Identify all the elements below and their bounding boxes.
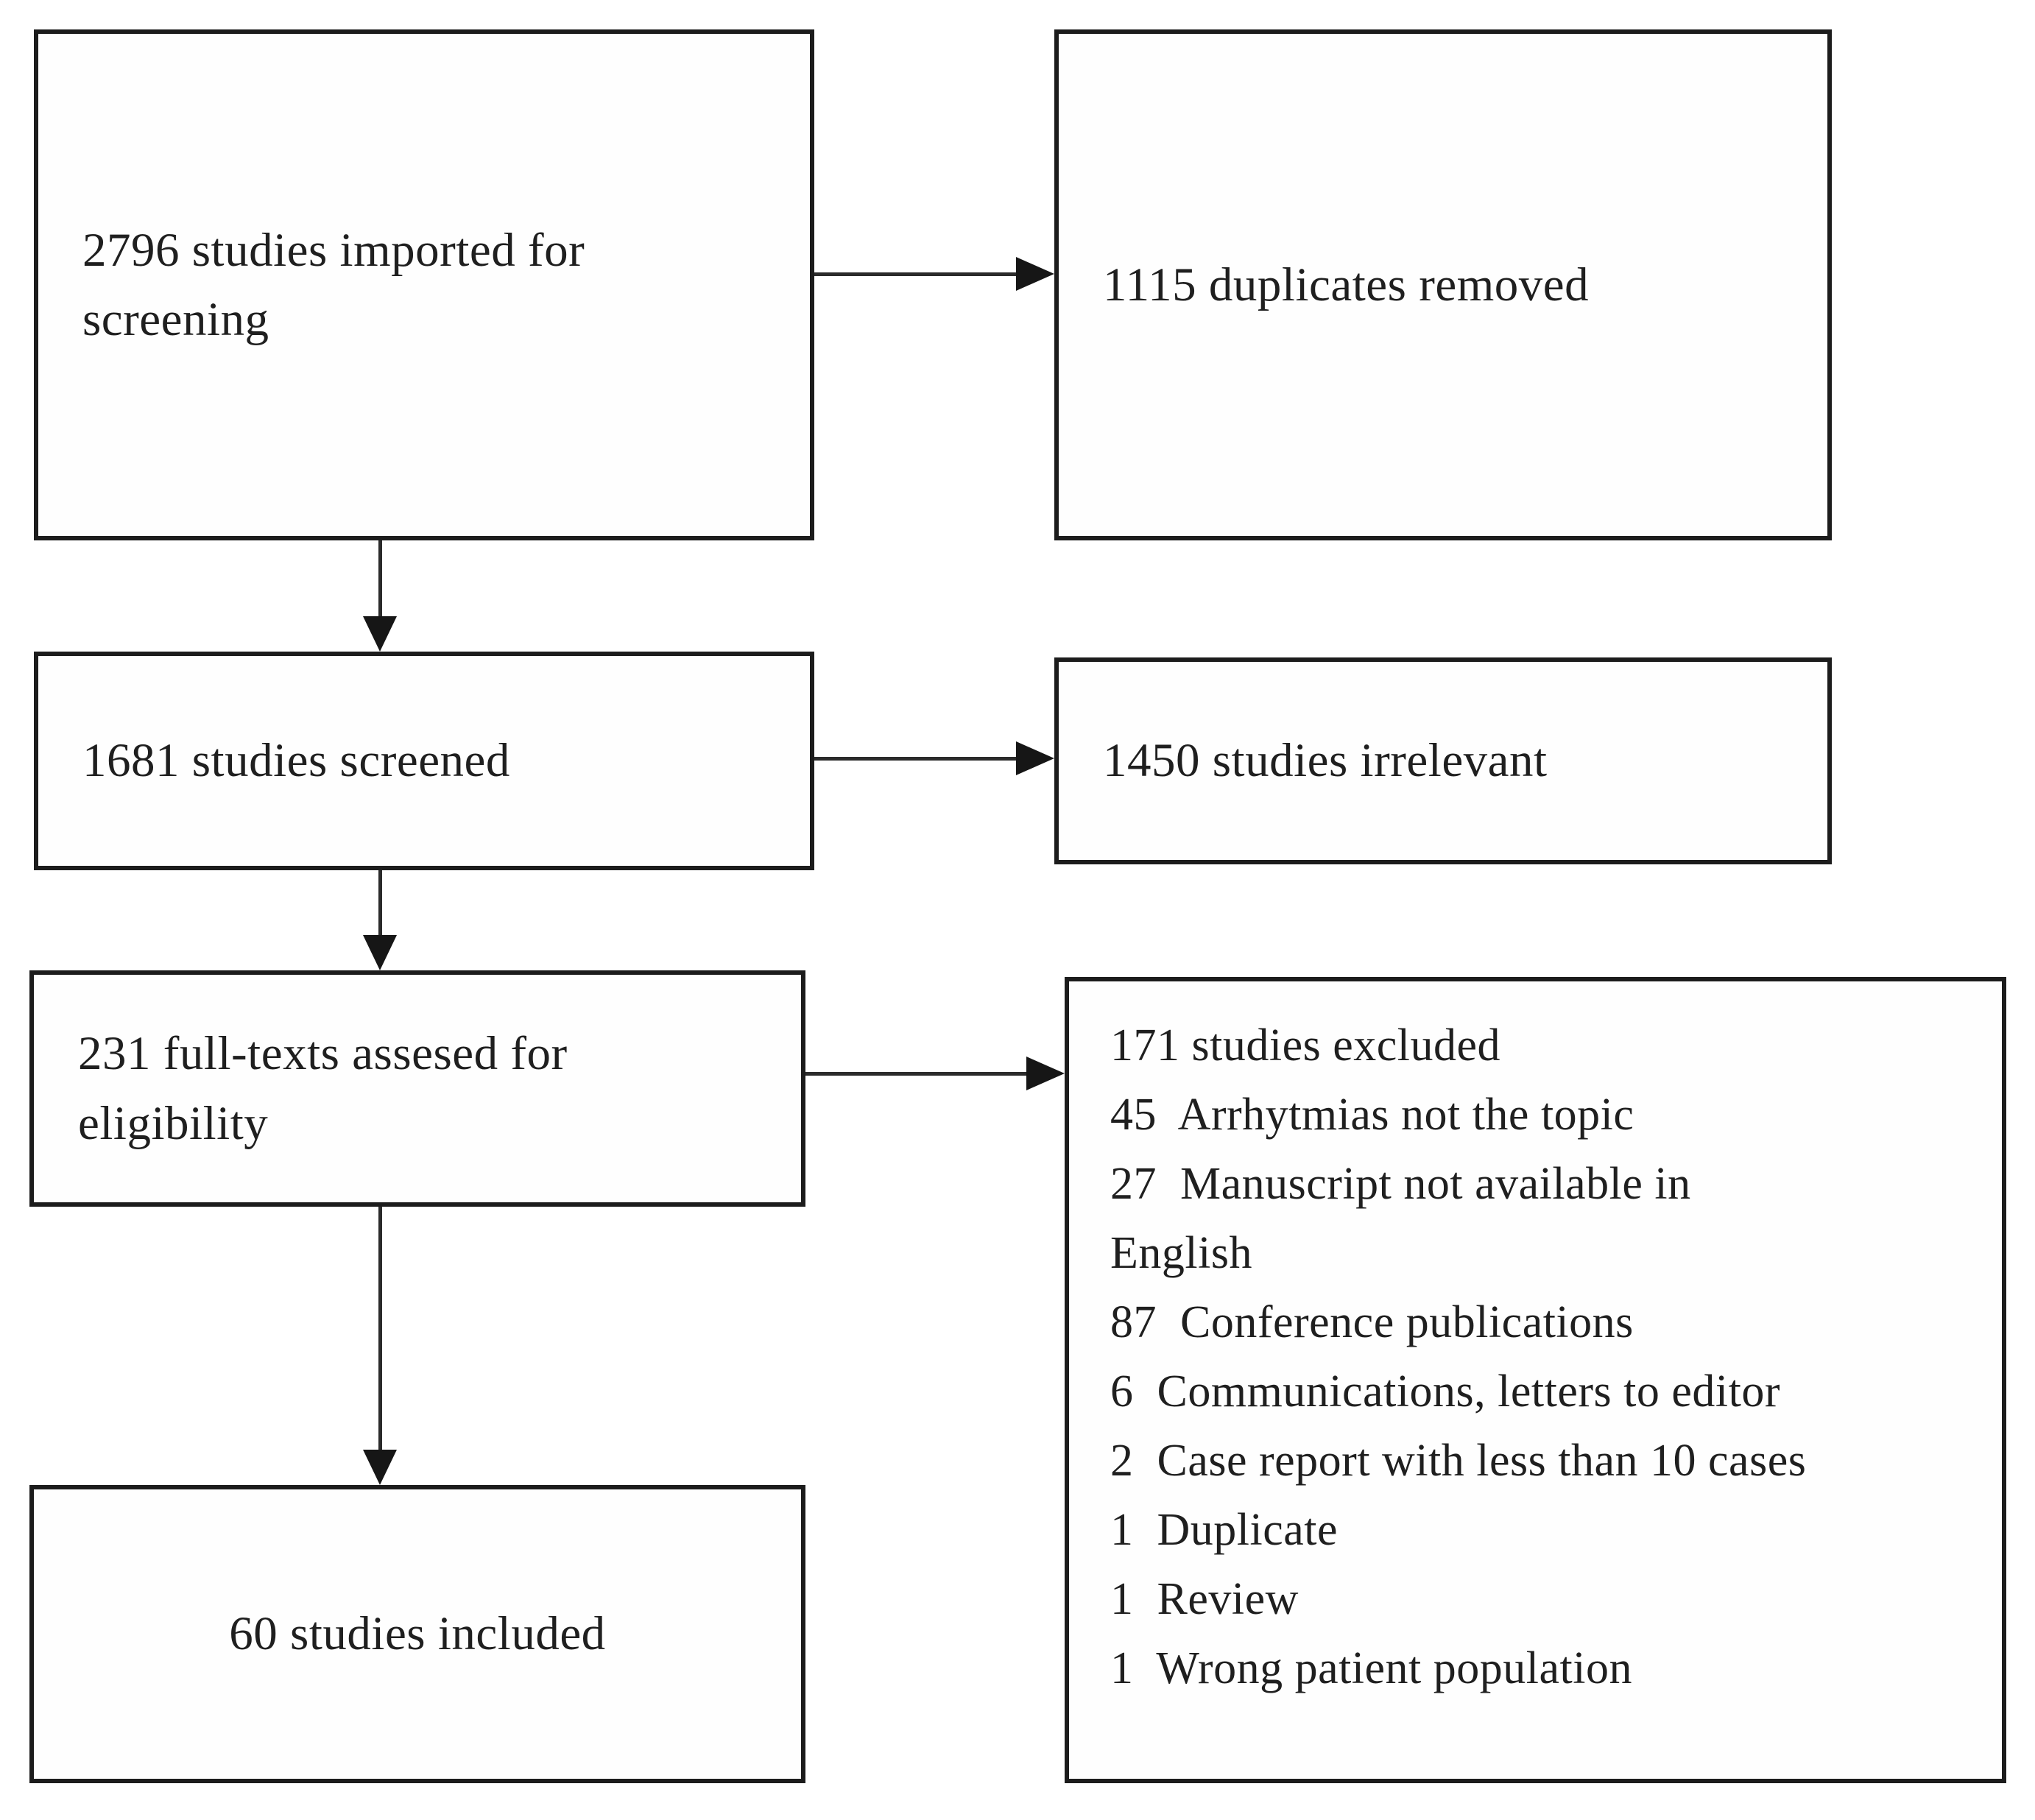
studies-irrelevant-text: 1450 studies irrelevant — [1103, 734, 1548, 788]
excluded-reason-line: 45 Arrhytmias not the topic — [1110, 1090, 1634, 1140]
arrow-imported-to-duplicates-shaft — [814, 272, 1019, 276]
studies-imported-text: 2796 studies imported for screening — [82, 223, 598, 346]
excluded-reasons-list: 171 studies excluded 45 Arrhytmias not th… — [1110, 1011, 1990, 1703]
excluded-reason-line: 1 Review — [1110, 1574, 1299, 1624]
excluded-reason-line: 171 studies excluded — [1110, 1020, 1501, 1071]
box-studies-screened: 1681 studies screened — [34, 652, 814, 870]
excluded-reason-line: 87 Conference publications — [1110, 1297, 1634, 1347]
arrow-screened-to-irrelevant-shaft — [814, 757, 1019, 761]
excluded-reason-line: 1 Wrong patient population — [1110, 1643, 1632, 1693]
excluded-reason-line: 2 Case report with less than 10 cases — [1110, 1436, 1807, 1486]
fulltexts-assessed-text: 231 full-texts assesed for eligibility — [78, 1027, 580, 1150]
box-studies-irrelevant: 1450 studies irrelevant — [1054, 657, 1832, 864]
duplicates-removed-text: 1115 duplicates removed — [1103, 258, 1590, 311]
studies-screened-text: 1681 studies screened — [82, 734, 510, 788]
box-duplicates-removed: 1115 duplicates removed — [1054, 29, 1832, 540]
excluded-reason-line: English — [1110, 1228, 1252, 1278]
excluded-reason-line: 27 Manuscript not available in — [1110, 1159, 1691, 1209]
excluded-reason-line: 6 Communications, letters to editor — [1110, 1366, 1780, 1417]
arrow-imported-to-duplicates-head-icon — [1016, 257, 1054, 291]
box-studies-imported: 2796 studies imported for screening — [34, 29, 814, 540]
box-studies-excluded: 171 studies excluded 45 Arrhytmias not th… — [1065, 977, 2006, 1783]
arrow-fulltexts-to-excluded-head-icon — [1026, 1057, 1065, 1090]
excluded-reason-line: 1 Duplicate — [1110, 1505, 1339, 1555]
arrow-screened-to-irrelevant-head-icon — [1016, 741, 1054, 775]
box-studies-included: 60 studies included — [29, 1485, 805, 1783]
arrow-imported-to-screened-head-icon — [363, 616, 397, 652]
arrow-fulltexts-to-excluded-shaft — [805, 1072, 1026, 1076]
studies-included-text: 60 studies included — [229, 1607, 606, 1661]
arrow-fulltexts-to-included-head-icon — [363, 1450, 397, 1485]
arrow-screened-to-fulltexts-head-icon — [363, 935, 397, 970]
arrow-screened-to-fulltexts-shaft — [378, 870, 382, 937]
arrow-fulltexts-to-included-shaft — [378, 1207, 382, 1451]
arrow-imported-to-screened-shaft — [378, 540, 382, 618]
box-fulltexts-assessed: 231 full-texts assesed for eligibility — [29, 970, 805, 1207]
